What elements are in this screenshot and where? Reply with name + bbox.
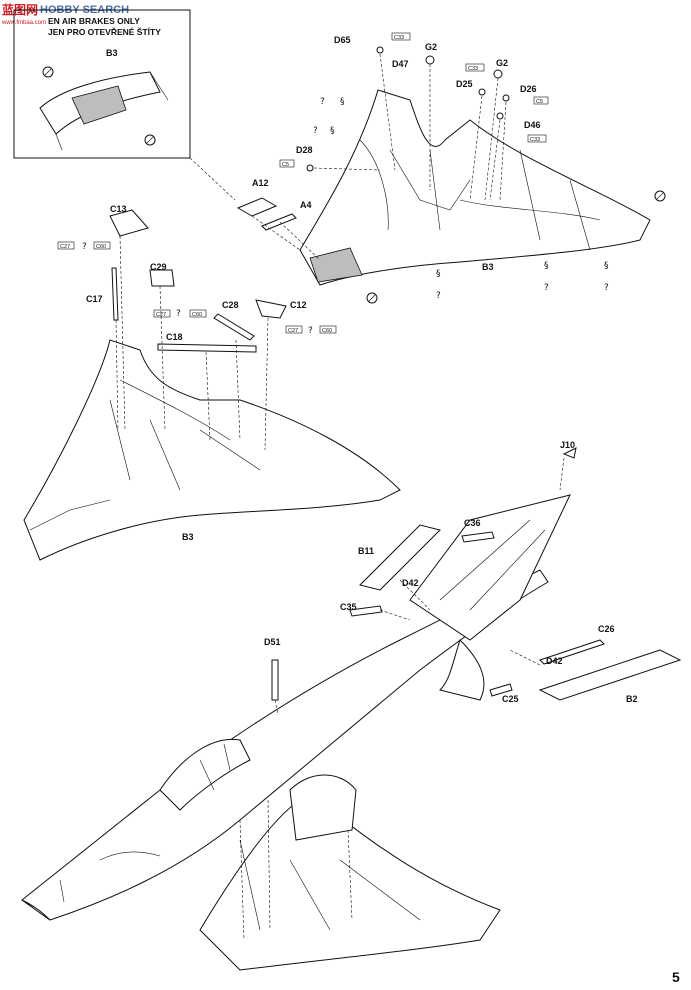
watermark-url: www.fmbaa.com [1,20,46,26]
fin [409,494,571,641]
label-d47: D47 [392,59,409,69]
part-c36 [461,531,495,543]
part-c12 [255,299,287,319]
part-b11 [359,524,441,591]
label-c29: C29 [150,262,167,272]
label-c18: C18 [166,332,183,342]
inset-note-line2: JEN PRO OTEVŘENÉ ŠTÍTY [48,26,161,37]
label-c25: C25 [502,694,519,704]
label-d26: D26 [520,84,537,94]
label-c60: C60 [322,328,332,334]
optional-icon: ? [82,242,87,252]
label-c5: C5 [536,99,543,105]
glue-icon: § [330,126,335,136]
label-d65: D65 [334,35,351,45]
glue-icon: § [436,269,441,279]
label-c27: C27 [60,244,70,250]
inset-part-label: B3 [106,48,118,58]
label-c12: C12 [290,300,307,310]
label-c17: C17 [86,294,103,304]
glue-icon: § [340,97,345,107]
part-d51 [271,659,279,701]
label-d25: D25 [456,79,473,89]
label-c27: C27 [156,312,166,318]
label-c27: C27 [288,328,298,334]
label-g2: G2 [496,58,508,68]
label-g2: G2 [425,42,437,52]
part-c28 [213,313,255,341]
part-c35 [349,605,383,617]
labels-upper: D65 C33 D47 G2 C33 G2 D25 D26 C5 D46 C33… [252,32,549,272]
part-c25 [489,683,513,697]
optional-icon: ? [320,97,325,107]
label-c60: C60 [96,244,106,250]
part-a4 [261,213,297,231]
inset-note-line1: EN AIR BRAKES ONLY [48,16,140,26]
optional-icon: ? [313,126,318,136]
part-c17 [111,267,119,321]
part-c26 [539,639,605,665]
labels-middle: C13 C27 C60 C29 C17 C27 C60 C28 C12 C27 … [57,204,337,542]
label-c33: C33 [468,66,478,72]
optional-icon: ? [308,326,313,336]
part-c13 [109,209,149,237]
canopy [159,738,251,811]
wheel-well [289,774,357,841]
label-c26: C26 [598,624,615,634]
part-j10 [562,447,577,459]
label-b3: B3 [482,262,494,272]
part-c18 [157,343,257,353]
label-b11: B11 [358,546,374,556]
glue-icon: § [604,261,609,271]
label-d28: D28 [296,145,313,155]
inset-airbrakes: EN AIR BRAKES ONLY JEN PRO OTEVŘENÉ ŠTÍT… [13,9,236,201]
aircraft-fuselage [21,447,682,971]
part-a12 [236,197,278,217]
label-d46: D46 [524,120,541,130]
label-c35: C35 [340,602,357,612]
label-c33: C33 [394,35,404,41]
label-j10: J10 [560,440,575,450]
part-b2 [538,649,682,701]
label-c13: C13 [110,204,127,214]
label-a12: A12 [252,178,269,188]
label-b3: B3 [182,532,194,542]
optional-icon: ? [176,309,181,319]
label-c5: C5 [282,162,289,168]
label-c60: C60 [192,312,202,318]
part-c29 [149,269,175,287]
page-number: 5 [672,969,680,985]
upper-right-assembly: ? § ? § § ? § ? § ? [236,46,666,304]
optional-icon: ? [436,291,441,301]
optional-icon: ? [544,283,549,293]
label-a4: A4 [300,200,312,210]
labels-bottom: J10 C36 B11 D42 C35 C26 D42 D51 C25 B2 [264,440,638,704]
label-c33: C33 [530,137,540,143]
label-d42: D42 [402,578,419,588]
label-d42: D42 [546,656,563,666]
label-c36: C36 [464,518,481,528]
optional-icon: ? [604,283,609,293]
label-c28: C28 [222,300,239,310]
left-middle-assembly: ? ? ? [23,209,401,561]
label-d51: D51 [264,637,281,647]
glue-icon: § [544,261,549,271]
label-b2: B2 [626,694,638,704]
